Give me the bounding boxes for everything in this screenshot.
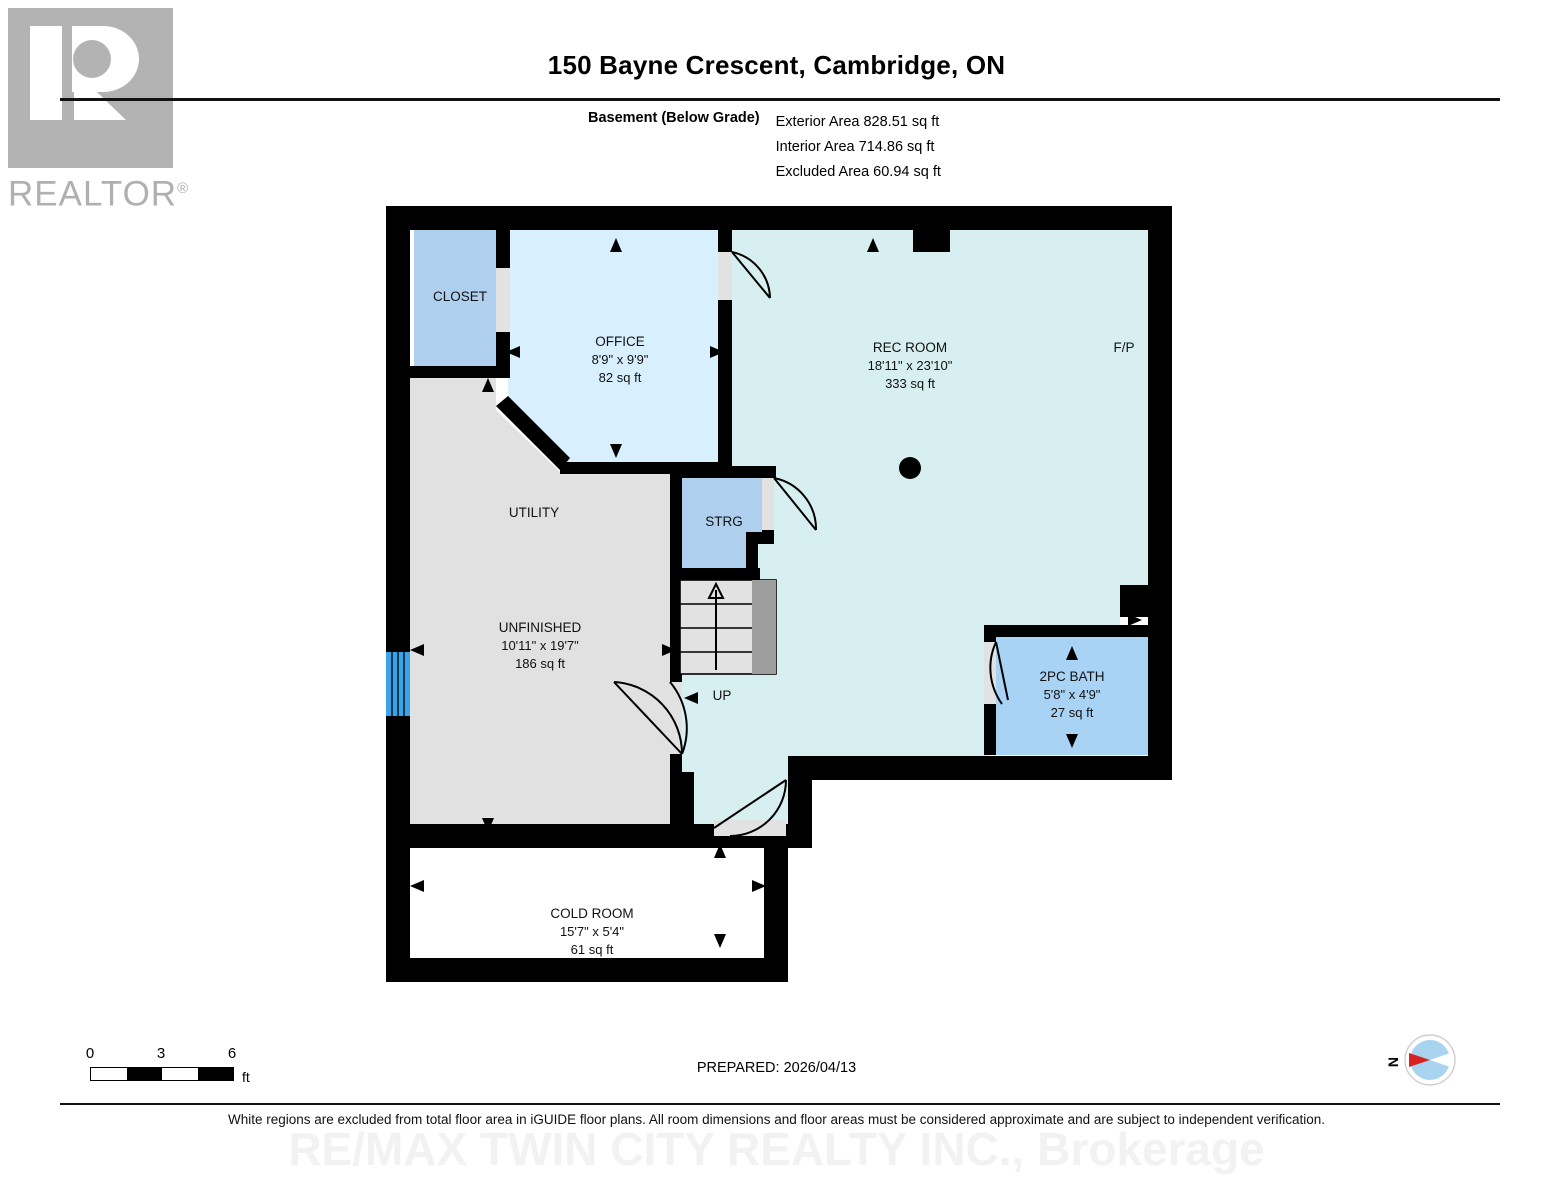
footer-divider [60,1103,1500,1105]
room-fill-cold-room [410,848,788,958]
floor-plan-svg: CLOSET OFFICE 8'9" x 9'9" 82 sq ft REC R… [386,206,1172,982]
interior-area: Interior Area 714.86 sq ft [775,139,935,155]
door-closet [496,268,510,332]
exterior-wall-band [386,206,1172,982]
room-label-rec-room: REC ROOM [873,340,947,355]
scale-tick-0: 0 [85,1045,95,1062]
room-label-cold-room: COLD ROOM [550,906,633,921]
realtor-logo: REALTOR® [8,8,198,213]
prepared-date: PREPARED: 2026/04/13 [696,1060,857,1076]
room-dims-2pc-bath: 5'8" x 4'9" [1044,687,1101,702]
realtor-r-glyph [8,8,173,168]
room-area-cold-room: 61 sq ft [571,942,614,957]
brokerage-watermark: RE/MAX TWIN CITY REALTY INC., Brokerage [288,1123,1265,1175]
dimension-arrows [410,238,1166,948]
realtor-wordmark: REALTOR® [8,170,198,214]
room-fill-rec-room [680,222,1148,825]
room-dims-office: 8'9" x 9'9" [592,352,649,367]
room-area-office: 82 sq ft [599,370,642,385]
title-divider [60,98,1500,101]
room-area-rec-room: 333 sq ft [885,376,935,391]
room-area-unfinished: 186 sq ft [515,656,565,671]
room-dims-cold-room: 15'7" x 5'4" [560,924,624,939]
room-label-unfinished: UNFINISHED [499,620,582,635]
compass-north-label: N [1385,1056,1402,1068]
scale-unit: ft [242,1069,250,1085]
room-fill-utility [410,376,670,840]
realtor-wordmark-text: REALTOR [8,174,178,214]
door-cold-room [714,820,786,836]
page-title: 150 Bayne Crescent, Cambridge, ON [547,50,1006,80]
floor-plan: CLOSET OFFICE 8'9" x 9'9" 82 sq ft REC R… [380,200,1180,1000]
disclaimer-text: White regions are excluded from total fl… [227,1112,1326,1127]
room-fill-office [508,222,718,472]
stairs-up-label: UP [713,688,732,703]
room-fill-closet [414,226,504,366]
door-office-top [718,252,732,300]
stairs-up [679,579,777,675]
room-labels: CLOSET OFFICE 8'9" x 9'9" 82 sq ft REC R… [433,289,1135,957]
fireplace-label: F/P [1113,340,1134,355]
wall-jog-right [1120,585,1148,617]
room-label-utility: UTILITY [509,505,559,520]
scale-tick-3: 3 [156,1045,166,1062]
scale-tick-6: 6 [227,1045,237,1062]
area-summary: Basement (Below Grade) Exterior Area 828… [588,110,1288,185]
level-label: Basement (Below Grade) [588,110,760,126]
scale-bar: 0 3 6 ft [80,1045,280,1095]
compass-icon [1404,1034,1456,1086]
doors [496,251,1009,837]
exterior-area: Exterior Area 828.51 sq ft [775,114,940,130]
room-dims-unfinished: 10'11" x 19'7" [501,638,579,653]
room-label-closet: CLOSET [433,289,487,304]
room-area-2pc-bath: 27 sq ft [1051,705,1094,720]
room-label-2pc-bath: 2PC BATH [1039,669,1104,684]
room-label-office: OFFICE [595,334,645,349]
area-values: Exterior Area 828.51 sq ft Interior Area… [776,110,941,185]
room-dims-rec-room: 18'11" x 23'10" [868,358,953,373]
rec-room-centre-dot [899,457,921,479]
compass-rose: N [1385,1032,1458,1088]
room-label-strg: STRG [705,514,743,529]
realtor-r-mark [8,8,173,168]
registered-icon: ® [177,180,190,197]
window-left-wall [386,652,410,716]
wall-jog-top [913,230,950,252]
scale-bar-track [90,1067,234,1081]
excluded-area: Excluded Area 60.94 sq ft [775,164,941,180]
door-strg [762,478,774,530]
